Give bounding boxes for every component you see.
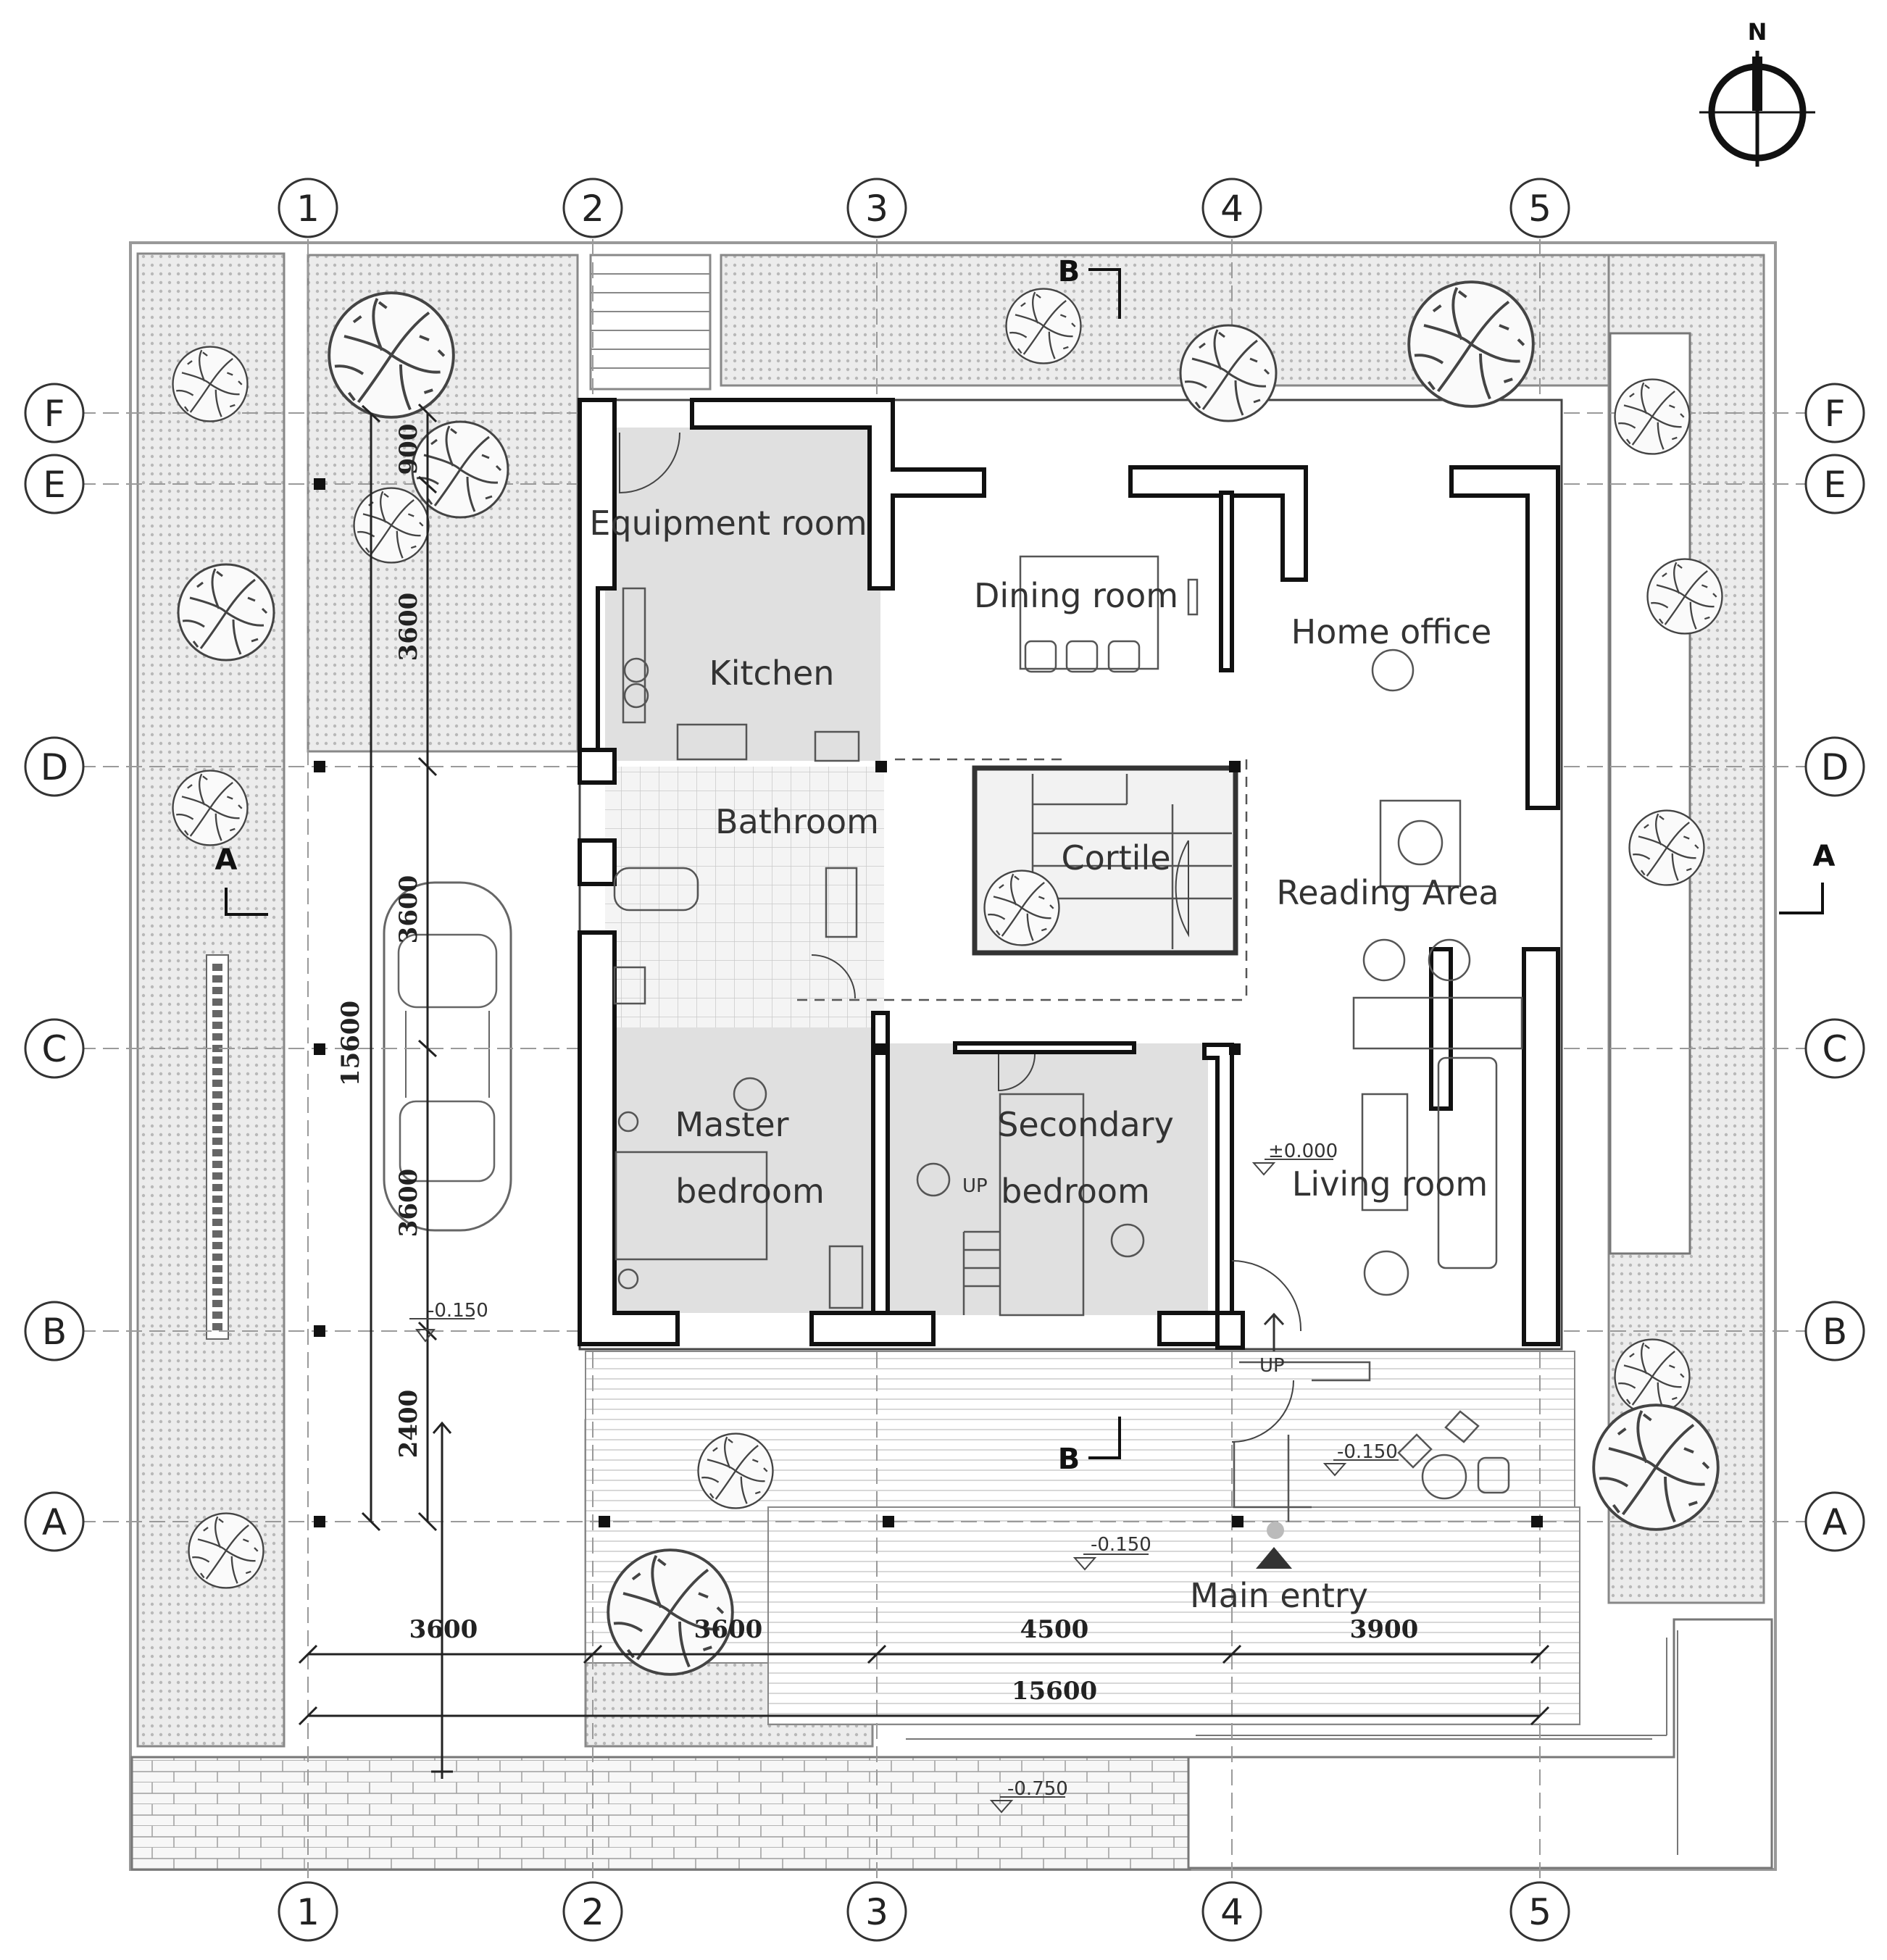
grid-col-2-top: 2: [581, 188, 604, 230]
grid-row-b-right: B: [1823, 1311, 1847, 1353]
grid-row-e-left: E: [43, 464, 66, 506]
grid-row-c-right: C: [1823, 1028, 1848, 1070]
dim-vertical-total: 15600: [336, 1001, 365, 1086]
doors: [619, 432, 1302, 1443]
label-main-entry: Main entry: [1190, 1576, 1368, 1615]
equipment-room-floor: [605, 428, 872, 581]
label-bathroom: Bathroom: [715, 802, 879, 841]
section-b-north: B: [1058, 255, 1080, 288]
grid-col-5-bottom: 5: [1528, 1891, 1551, 1933]
grid-col-5-top: 5: [1528, 188, 1551, 230]
grid-row-e-right: E: [1823, 464, 1846, 506]
grid-row-b-left: B: [42, 1311, 67, 1353]
planter-row: [206, 954, 229, 1340]
level-living: ±0.000: [1268, 1140, 1338, 1162]
north-arrow-icon: [1699, 51, 1815, 167]
label-master-line-2: bedroom: [675, 1172, 825, 1211]
grid-col-3-bottom: 3: [865, 1891, 888, 1933]
north-label: N: [1748, 18, 1767, 46]
dimension-lines: [298, 403, 1550, 1779]
label-kitchen: Kitchen: [709, 654, 835, 693]
kitchen-floor: [605, 580, 880, 761]
entry-triangle: [1256, 1547, 1292, 1569]
level-deck: -0.150: [1091, 1534, 1151, 1556]
ramp: [906, 1618, 1773, 1869]
stair-up-label: UP: [962, 1175, 988, 1197]
grid-col-1-bottom: 1: [296, 1891, 320, 1933]
dim-bottom-total: 15600: [1012, 1677, 1097, 1706]
walls: [578, 398, 1560, 1350]
entry-walk: [767, 1506, 1580, 1725]
level-street: -0.750: [1007, 1778, 1068, 1800]
dim-bottom-1: 3600: [409, 1615, 478, 1644]
grid-col-2-bottom: 2: [581, 1891, 604, 1933]
label-cortile: Cortile: [1061, 838, 1170, 877]
street-paving: [130, 1756, 1191, 1871]
entry-dot: [1267, 1522, 1284, 1539]
grid-row-a-right: A: [1823, 1501, 1847, 1543]
label-secondary-line-2: bedroom: [1001, 1172, 1150, 1211]
label-living-room: Living room: [1292, 1164, 1488, 1204]
dim-bottom-2: 3600: [694, 1615, 763, 1644]
interior-furniture: [613, 555, 1523, 1522]
dim-vertical-3: 3600: [394, 875, 423, 944]
level-garage: -0.150: [428, 1300, 488, 1322]
grid-row-f-right: F: [1825, 393, 1846, 435]
label-secondary-line-1: Secondary: [997, 1105, 1174, 1144]
label-dining-room: Dining room: [974, 576, 1178, 615]
planter-strip-east: [1609, 332, 1691, 1255]
grid-bubbles: [24, 178, 1865, 1942]
level-markers: [409, 1159, 1399, 1814]
dim-bottom-3: 4500: [1020, 1615, 1089, 1644]
entry-arrow: [1263, 1312, 1285, 1351]
bathroom-floor: [605, 767, 884, 1027]
grid-col-3-top: 3: [865, 188, 888, 230]
grid-row-d-right: D: [1821, 746, 1849, 788]
dim-vertical-5: 2400: [394, 1390, 423, 1459]
level-porch: -0.150: [1337, 1441, 1398, 1463]
label-equipment-room: Equipment room: [589, 504, 867, 543]
car: [383, 881, 512, 1232]
section-b-south: B: [1058, 1443, 1080, 1476]
section-a-east: A: [1813, 840, 1836, 873]
dim-vertical-4: 3600: [394, 1169, 423, 1238]
grid-col-1-top: 1: [296, 188, 320, 230]
label-reading-area: Reading Area: [1276, 873, 1499, 912]
label-master-line-1: Master: [675, 1105, 788, 1144]
secondary-bedroom-floor: [886, 1043, 1208, 1315]
grid-row-f-left: F: [44, 393, 65, 435]
structural-columns: [314, 478, 1543, 1527]
dim-vertical-1: 900: [394, 424, 423, 475]
grid-row-c-left: C: [42, 1028, 67, 1070]
grid-col-4-top: 4: [1220, 188, 1244, 230]
grid-col-4-bottom: 4: [1220, 1891, 1244, 1933]
dim-vertical-2: 3600: [394, 593, 423, 662]
north-steps: [589, 254, 712, 391]
section-markers: [225, 268, 1824, 1459]
grid-row-a-left: A: [42, 1501, 67, 1543]
section-a-west: A: [215, 843, 238, 877]
entry-up-label: UP: [1259, 1355, 1285, 1377]
dim-bottom-4: 3900: [1350, 1615, 1419, 1644]
label-home-office: Home office: [1291, 612, 1492, 651]
grid-row-d-left: D: [41, 746, 69, 788]
